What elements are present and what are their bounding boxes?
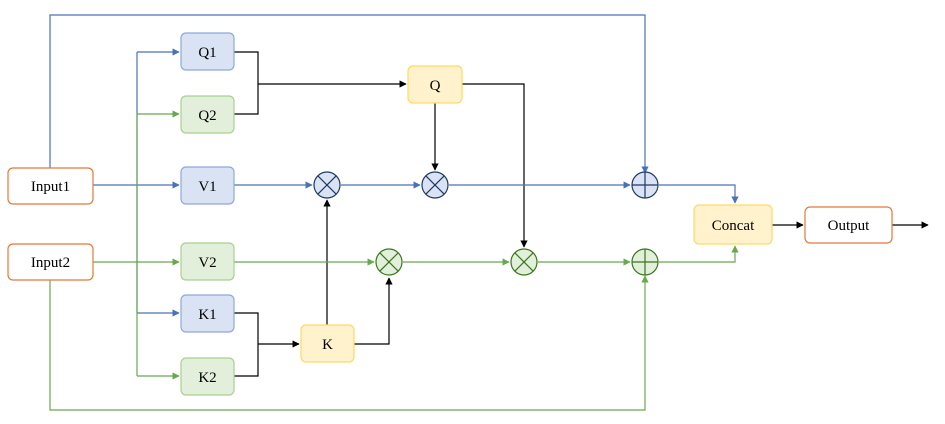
k-box: K <box>300 324 355 363</box>
multiply-icon <box>510 248 538 276</box>
k-to-mult-green1 <box>354 277 393 345</box>
add-icon <box>631 248 659 276</box>
concat-box: Concat <box>693 204 773 245</box>
q2-label: Q2 <box>198 108 216 124</box>
k-label: K <box>322 337 333 353</box>
input1-skip-connection <box>49 14 649 174</box>
k2-label: K2 <box>198 370 216 386</box>
k-merge-line <box>234 312 259 377</box>
input2-box: Input2 <box>7 243 94 281</box>
q2-box: Q2 <box>180 95 235 134</box>
v1-box: V1 <box>180 166 235 205</box>
input1-label: Input1 <box>31 179 70 195</box>
output-label: Output <box>828 218 871 234</box>
multiply-icon <box>421 171 449 199</box>
multiply-icon <box>313 171 341 199</box>
q1-merge-line <box>234 51 259 115</box>
add-green-to-concat <box>659 245 739 263</box>
q1-box: Q1 <box>180 32 235 71</box>
k1-box: K1 <box>180 294 235 333</box>
v2-label: V2 <box>198 255 216 271</box>
q1-label: Q1 <box>198 45 216 61</box>
k1-label: K1 <box>198 307 216 323</box>
v1-label: V1 <box>198 179 216 195</box>
input1-box: Input1 <box>7 167 94 205</box>
q-box: Q <box>407 65 463 104</box>
input2-skip-connection <box>49 275 649 411</box>
k2-box: K2 <box>180 357 235 396</box>
connectors <box>49 14 929 411</box>
add-blue-to-concat <box>659 184 739 204</box>
v2-box: V2 <box>180 242 235 281</box>
add-icon <box>631 171 659 199</box>
q-label: Q <box>430 78 441 94</box>
concat-label: Concat <box>712 218 755 234</box>
q-to-mult-green2 <box>462 83 528 248</box>
input2-label: Input2 <box>31 255 70 271</box>
output-box: Output <box>804 206 893 244</box>
multiply-icon <box>375 248 403 276</box>
